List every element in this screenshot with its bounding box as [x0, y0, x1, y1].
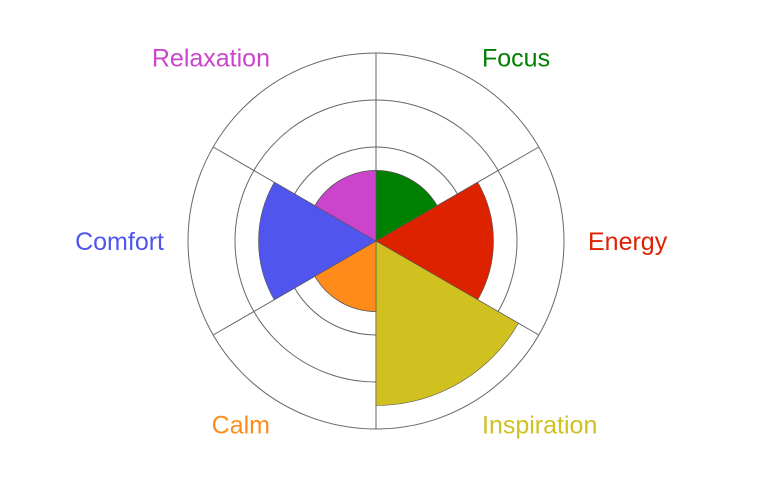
data-wedges: [258, 170, 519, 406]
wedge-focus: [375, 170, 438, 242]
wedge-comfort: [258, 181, 377, 301]
label-inspiration: Inspiration: [482, 412, 597, 440]
label-focus: Focus: [482, 44, 550, 72]
label-relaxation: Relaxation: [152, 44, 270, 72]
wedge-calm: [314, 240, 377, 312]
label-comfort: Comfort: [75, 228, 164, 256]
label-energy: Energy: [588, 228, 668, 256]
wedge-energy: [375, 181, 494, 301]
wedge-relaxation: [314, 170, 377, 242]
wedge-inspiration: [375, 240, 519, 406]
label-calm: Calm: [212, 412, 270, 440]
